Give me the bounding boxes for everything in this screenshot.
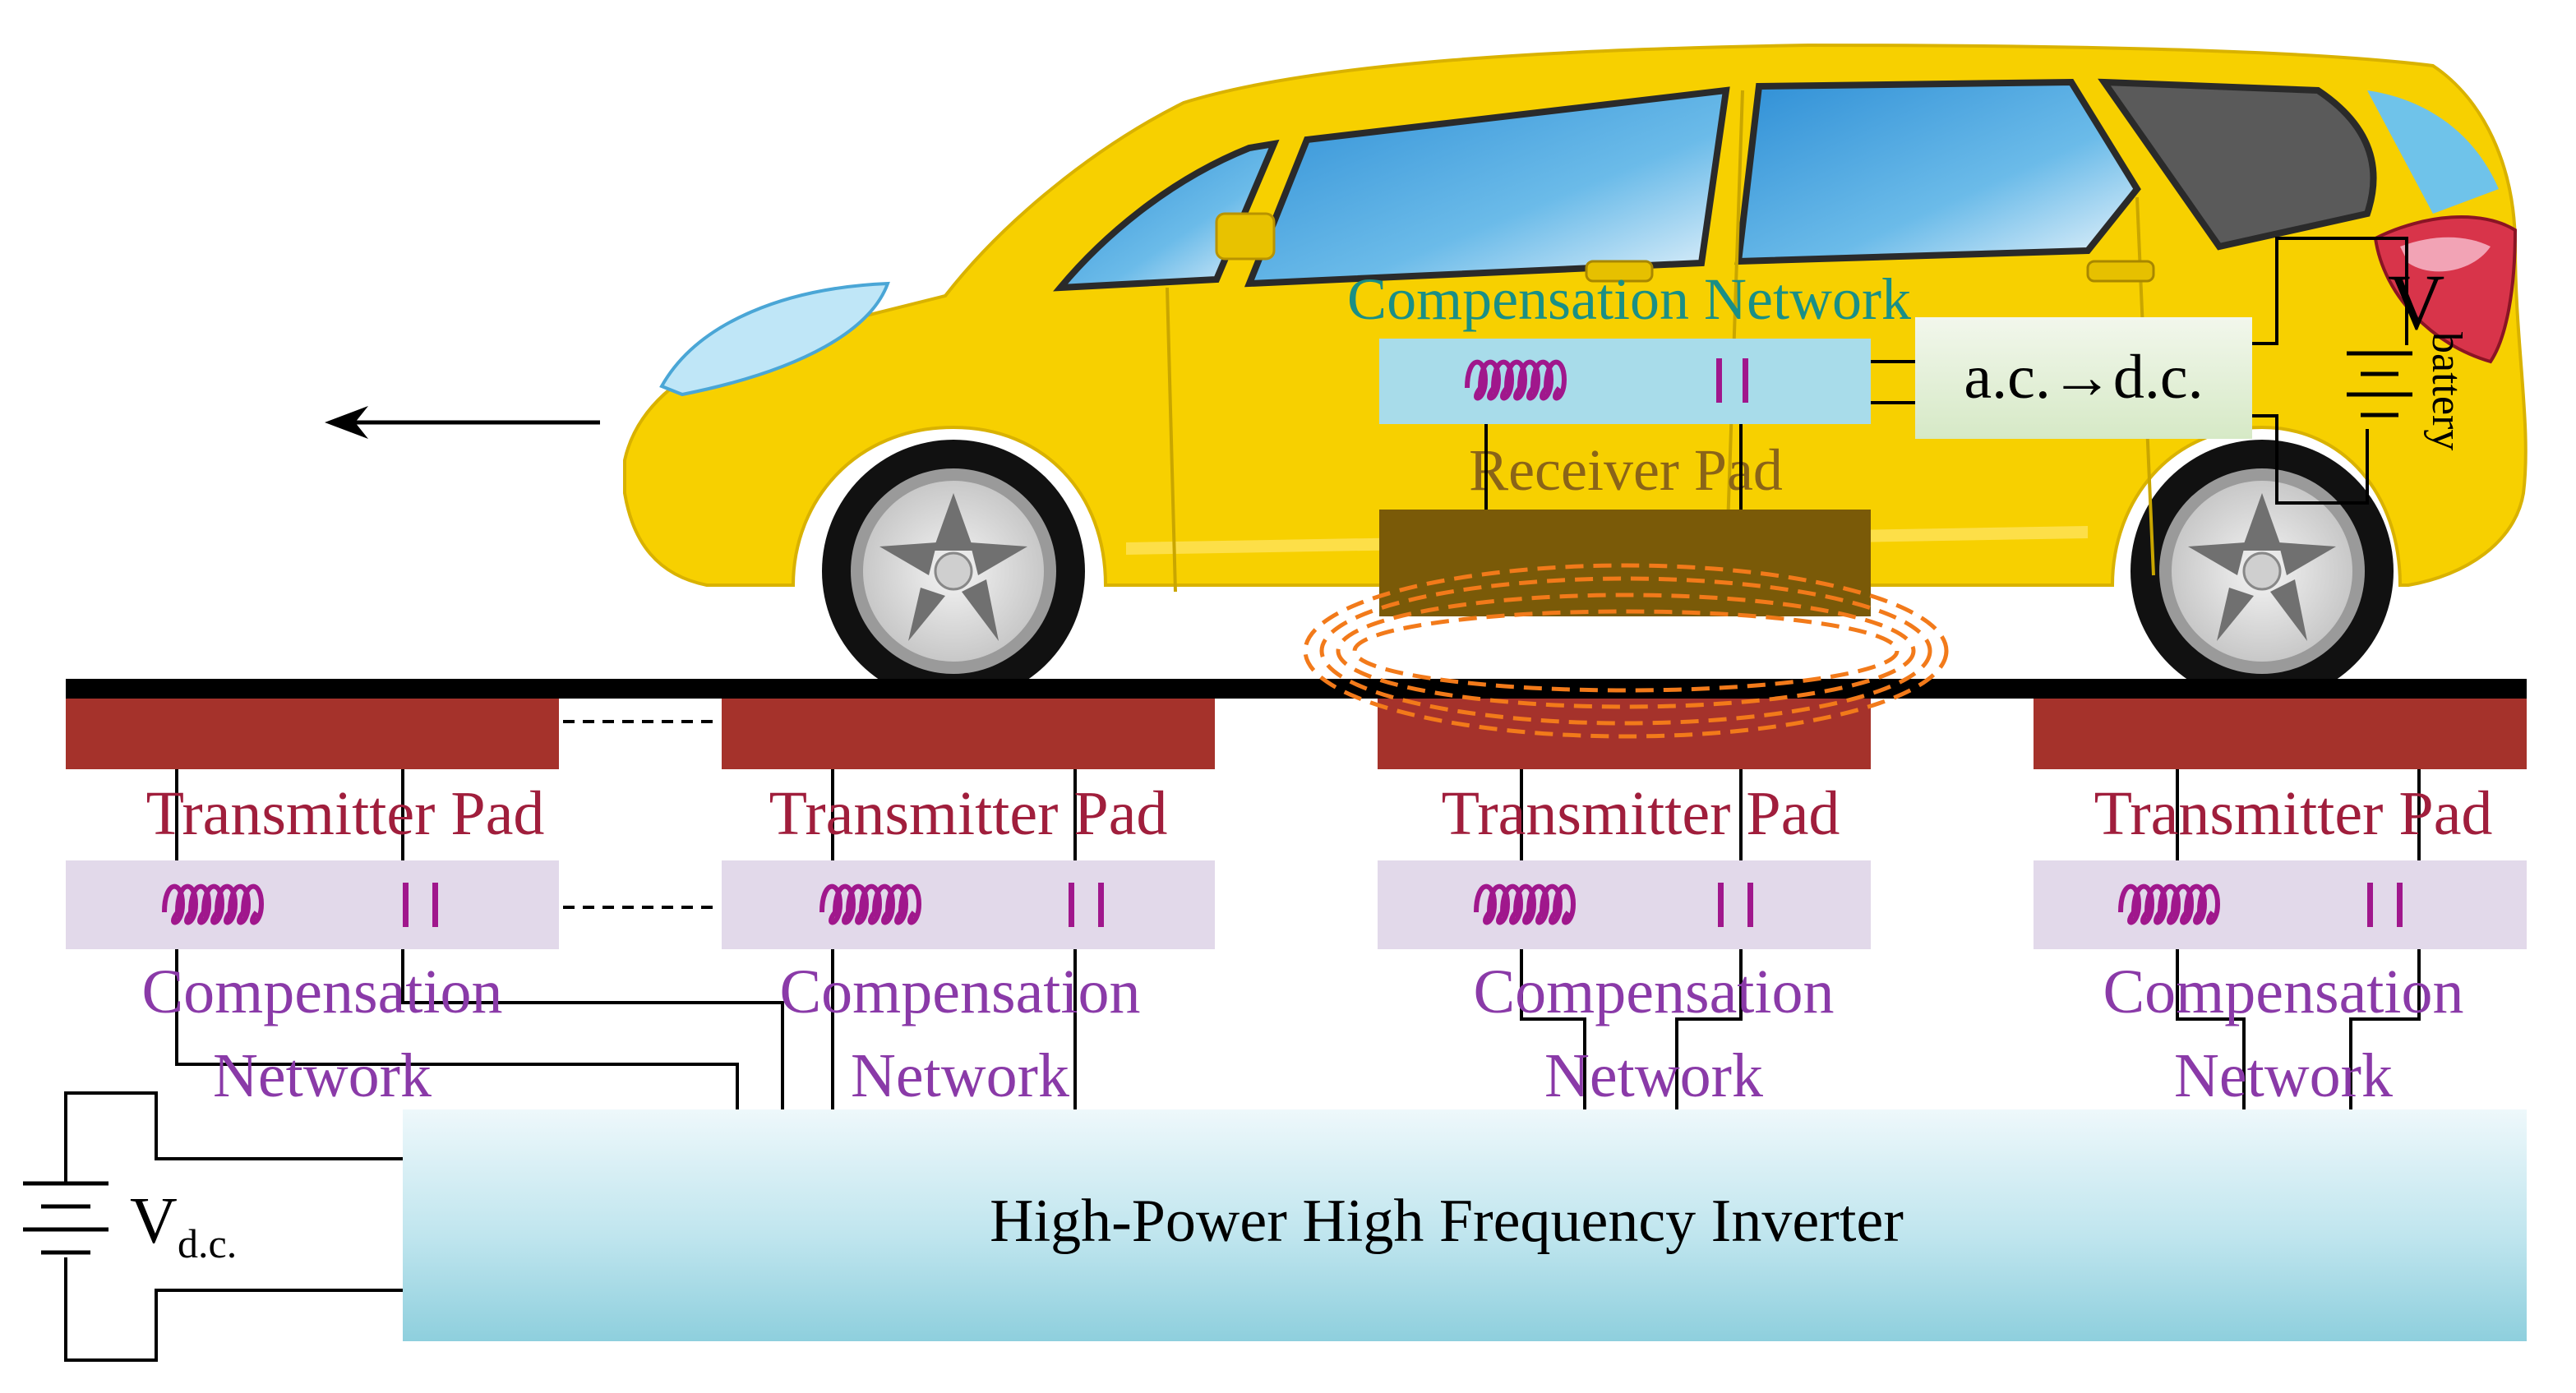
- road-compensation-box-1: [66, 860, 559, 949]
- coil-icon: [2118, 883, 2221, 925]
- receiver-pad-label: Receiver Pad: [1469, 437, 1783, 503]
- coil-icon: [1474, 883, 1577, 925]
- capacitor-icon: [1718, 883, 1753, 927]
- receiver-pad: [1379, 510, 1871, 616]
- road-compensation-box-4: [2034, 860, 2527, 949]
- battery-icon: [2347, 351, 2412, 417]
- road-compensation-box-3: [1378, 860, 1871, 949]
- road-compensation-box-2: [722, 860, 1215, 949]
- quarter-window: [2098, 78, 2377, 251]
- transmitter-pad-2: [722, 699, 1215, 769]
- road: [66, 679, 2527, 699]
- road-compensation-label-2b: Network: [851, 1041, 1069, 1110]
- transmitter-pad-4: [2034, 699, 2527, 769]
- coil-icon: [162, 883, 265, 925]
- transmitter-pad-label-3: Transmitter Pad: [1442, 779, 1840, 848]
- rear-window: [1734, 78, 2141, 265]
- road-compensation-label-4b: Network: [2174, 1041, 2393, 1110]
- transmitter-pad-label-1: Transmitter Pad: [146, 779, 545, 848]
- vehicle-compensation-network: [1379, 339, 1871, 424]
- road-compensation-label-1a: Compensation: [141, 957, 502, 1026]
- magnetic-field-lines: [1303, 563, 1949, 739]
- capacitor-icon: [2367, 883, 2403, 927]
- front-wheel: [851, 468, 1056, 674]
- coil-icon: [819, 883, 922, 925]
- capacitor-icon: [1716, 358, 1722, 403]
- transmitter-pad-label-4: Transmitter Pad: [2094, 779, 2493, 848]
- ac-dc-converter-label: a.c.→d.c.: [1964, 343, 2203, 412]
- dc-source-icon: [23, 1181, 108, 1255]
- inverter-label: High-Power High Frequency Inverter: [990, 1188, 1904, 1255]
- rear-wheel: [2159, 468, 2365, 674]
- dc-voltage-subscript: d.c.: [178, 1220, 237, 1266]
- road-compensation-label-4a: Compensation: [2103, 957, 2463, 1026]
- car: [623, 43, 2528, 703]
- inverter: [403, 1109, 2527, 1341]
- ac-dc-converter: [1915, 317, 2252, 439]
- coil-icon: [1465, 359, 1567, 401]
- headlight: [659, 281, 890, 397]
- transmitter-pad-label-2: Transmitter Pad: [769, 779, 1168, 848]
- vehicle-compensation-label: Compensation Network: [1347, 266, 1911, 332]
- battery-voltage-subscript: battery: [2423, 332, 2470, 450]
- road-compensation-label-2a: Compensation: [779, 957, 1140, 1026]
- arrow-left-icon: [325, 406, 600, 439]
- road-compensation-label-3a: Compensation: [1473, 957, 1834, 1026]
- capacitor-icon: [403, 883, 438, 927]
- capacitor-icon: [1069, 883, 1104, 927]
- dc-voltage-symbol: V: [130, 1185, 178, 1257]
- road-compensation-label-1b: Network: [213, 1041, 432, 1110]
- transmitter-pad-1: [66, 699, 559, 769]
- road-compensation-label-3b: Network: [1544, 1041, 1763, 1110]
- battery-voltage-symbol: V: [2388, 258, 2444, 346]
